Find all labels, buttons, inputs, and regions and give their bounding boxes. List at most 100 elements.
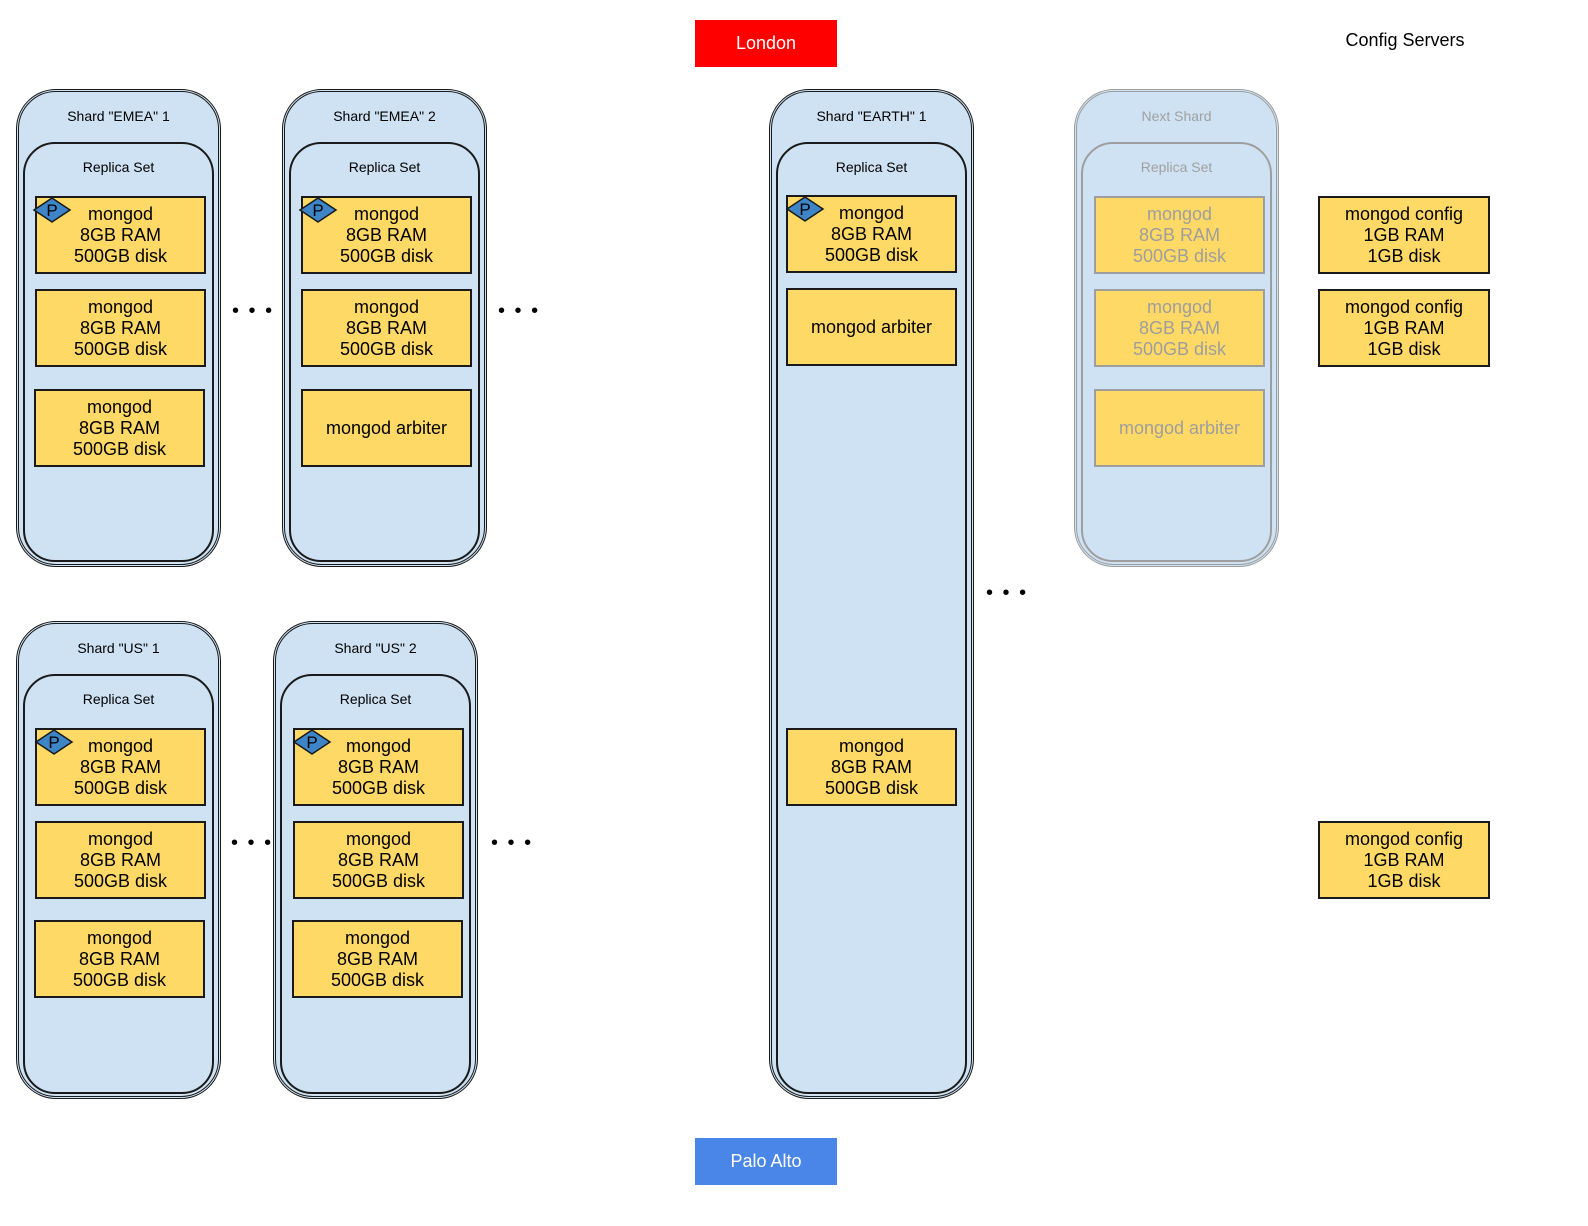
node-ram: 8GB RAM [79, 756, 162, 777]
node-ram: 8GB RAM [79, 849, 162, 870]
node-ram: 8GB RAM [78, 948, 161, 969]
config-servers-title: Config Servers [1345, 30, 1465, 50]
ellipsis: • • • [491, 832, 534, 854]
node-name: mongod arbiter [1118, 417, 1241, 438]
node-disk: 500GB disk [73, 245, 168, 266]
shard-title: Shard "US" 1 [77, 640, 160, 656]
mongod-node: mongod 8GB RAM 500GB disk [35, 289, 206, 367]
node-disk: 1GB disk [1367, 245, 1441, 266]
node-name: mongod [353, 296, 420, 317]
replica-set-title: Replica Set [339, 691, 412, 707]
node-name: mongod config [1344, 296, 1464, 317]
ellipsis: • • • [986, 582, 1029, 604]
node-disk: 500GB disk [330, 969, 425, 990]
node-disk: 500GB disk [824, 244, 919, 265]
shard-title: Shard "US" 2 [334, 640, 417, 656]
node-ram: 1GB RAM [1363, 849, 1445, 870]
mongod-arbiter-node: mongod arbiter [786, 288, 957, 366]
node-disk: 500GB disk [1132, 338, 1227, 359]
node-name: mongod [345, 828, 412, 849]
node-disk: 500GB disk [72, 969, 167, 990]
node-name: mongod config [1344, 828, 1464, 849]
replica-set-title: Replica Set [82, 691, 155, 707]
node-name: mongod [86, 396, 153, 417]
node-name: mongod [87, 735, 154, 756]
primary-marker-icon [32, 196, 72, 224]
node-name: mongod [1146, 203, 1213, 224]
london-banner: London [695, 20, 837, 67]
node-ram: 8GB RAM [830, 223, 913, 244]
node-ram: 8GB RAM [78, 417, 161, 438]
mongod-node-primary: mongod 8GB RAM 500GB disk [293, 728, 464, 806]
ellipsis: • • • [498, 300, 541, 322]
mongod-node: mongod 8GB RAM 500GB disk [1094, 289, 1265, 367]
mongod-node: mongod 8GB RAM 500GB disk [301, 289, 472, 367]
node-name: mongod [87, 203, 154, 224]
node-ram: 8GB RAM [830, 756, 913, 777]
ellipsis: • • • [231, 832, 274, 854]
node-disk: 500GB disk [824, 777, 919, 798]
node-disk: 500GB disk [339, 245, 434, 266]
node-ram: 8GB RAM [337, 849, 420, 870]
mongod-node: mongod 8GB RAM 500GB disk [786, 728, 957, 806]
node-name: mongod arbiter [810, 316, 933, 337]
palo-alto-label: Palo Alto [730, 1151, 802, 1171]
mongod-node: mongod 8GB RAM 500GB disk [1094, 196, 1265, 274]
mongod-node: mongod 8GB RAM 500GB disk [34, 389, 205, 467]
replica-set-title: Replica Set [1140, 159, 1213, 175]
node-name: mongod config [1344, 203, 1464, 224]
node-name: mongod arbiter [325, 417, 448, 438]
node-ram: 1GB RAM [1363, 317, 1445, 338]
node-ram: 8GB RAM [1138, 224, 1221, 245]
node-name: mongod [838, 735, 905, 756]
node-disk: 500GB disk [331, 777, 426, 798]
primary-marker-icon [298, 196, 338, 224]
node-disk: 500GB disk [339, 338, 434, 359]
node-disk: 500GB disk [73, 777, 168, 798]
node-disk: 500GB disk [73, 338, 168, 359]
config-server-node: mongod config 1GB RAM 1GB disk [1318, 821, 1490, 899]
config-server-node: mongod config 1GB RAM 1GB disk [1318, 289, 1490, 367]
replica-set: Replica Set [776, 142, 967, 1094]
node-disk: 500GB disk [1132, 245, 1227, 266]
node-name: mongod [353, 203, 420, 224]
mongod-arbiter-node: mongod arbiter [301, 389, 472, 467]
node-disk: 500GB disk [73, 870, 168, 891]
mongod-node: mongod 8GB RAM 500GB disk [35, 821, 206, 899]
london-label: London [735, 33, 797, 53]
node-disk: 1GB disk [1367, 870, 1441, 891]
node-name: mongod [87, 828, 154, 849]
primary-marker-icon [34, 728, 74, 756]
mongod-node: mongod 8GB RAM 500GB disk [34, 920, 205, 998]
node-disk: 500GB disk [331, 870, 426, 891]
replica-set-title: Replica Set [82, 159, 155, 175]
shard-title: Shard "EMEA" 2 [333, 108, 436, 124]
node-ram: 8GB RAM [79, 317, 162, 338]
config-server-node: mongod config 1GB RAM 1GB disk [1318, 196, 1490, 274]
shard-title: Shard "EARTH" 1 [816, 108, 927, 124]
shard-title: Next Shard [1141, 108, 1212, 124]
shard-title: Shard "EMEA" 1 [67, 108, 170, 124]
node-disk: 1GB disk [1367, 338, 1441, 359]
ellipsis: • • • [232, 300, 275, 322]
node-ram: 8GB RAM [337, 756, 420, 777]
node-ram: 8GB RAM [345, 224, 428, 245]
replica-set-title: Replica Set [835, 159, 908, 175]
node-disk: 500GB disk [72, 438, 167, 459]
node-name: mongod [344, 927, 411, 948]
node-name: mongod [86, 927, 153, 948]
mongod-node: mongod 8GB RAM 500GB disk [293, 821, 464, 899]
node-name: mongod [345, 735, 412, 756]
node-name: mongod [838, 202, 905, 223]
node-ram: 8GB RAM [79, 224, 162, 245]
replica-set-title: Replica Set [348, 159, 421, 175]
node-ram: 8GB RAM [336, 948, 419, 969]
node-name: mongod [1146, 296, 1213, 317]
mongod-arbiter-node: mongod arbiter [1094, 389, 1265, 467]
node-ram: 1GB RAM [1363, 224, 1445, 245]
node-name: mongod [87, 296, 154, 317]
primary-marker-icon [292, 728, 332, 756]
mongod-node: mongod 8GB RAM 500GB disk [292, 920, 463, 998]
palo-alto-banner: Palo Alto [695, 1138, 837, 1185]
node-ram: 8GB RAM [345, 317, 428, 338]
